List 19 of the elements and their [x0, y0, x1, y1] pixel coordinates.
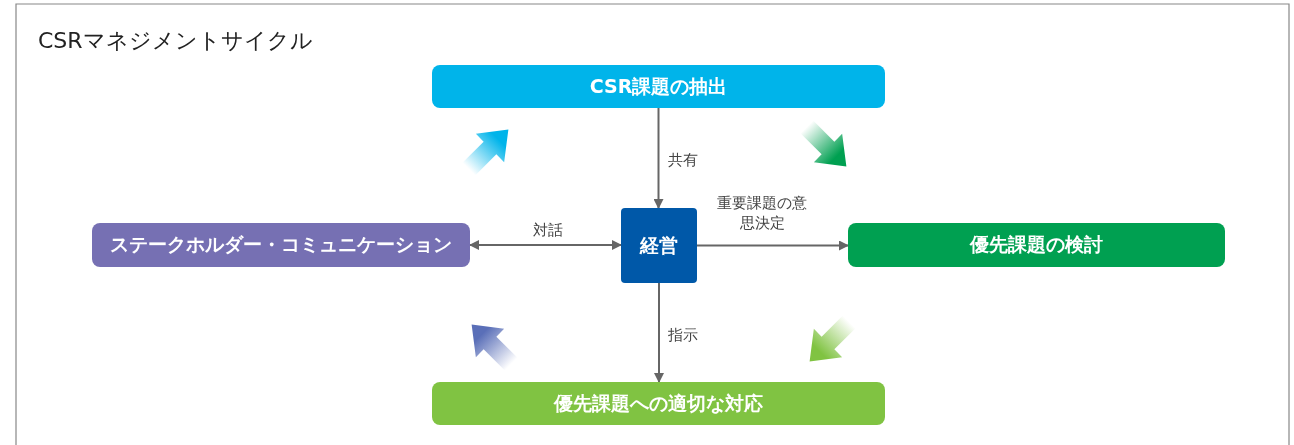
box-label: CSR課題の抽出 — [589, 73, 728, 99]
diagram-title: CSRマネジメントサイクル — [38, 27, 313, 55]
process-box — [432, 65, 885, 108]
edge-label: 重要課題の意思決定 — [716, 193, 808, 234]
arrow — [696, 240, 849, 251]
box-label: 優先課題への適切な対応 — [554, 390, 763, 416]
box-label: ステークホルダー・コミュニケーション — [110, 232, 452, 257]
process-box — [848, 223, 1225, 267]
box-label: 経営 — [640, 232, 678, 258]
arrow — [654, 282, 664, 383]
core-box — [621, 208, 697, 283]
edge-label: 対話 — [532, 220, 564, 241]
arrow — [653, 107, 664, 209]
process-box — [92, 223, 470, 267]
box-label: 優先課題の検討 — [970, 232, 1103, 257]
edge-label: 共有 — [668, 150, 698, 171]
arrow — [469, 240, 622, 250]
edge-label: 指示 — [668, 325, 698, 346]
process-box — [432, 382, 885, 425]
